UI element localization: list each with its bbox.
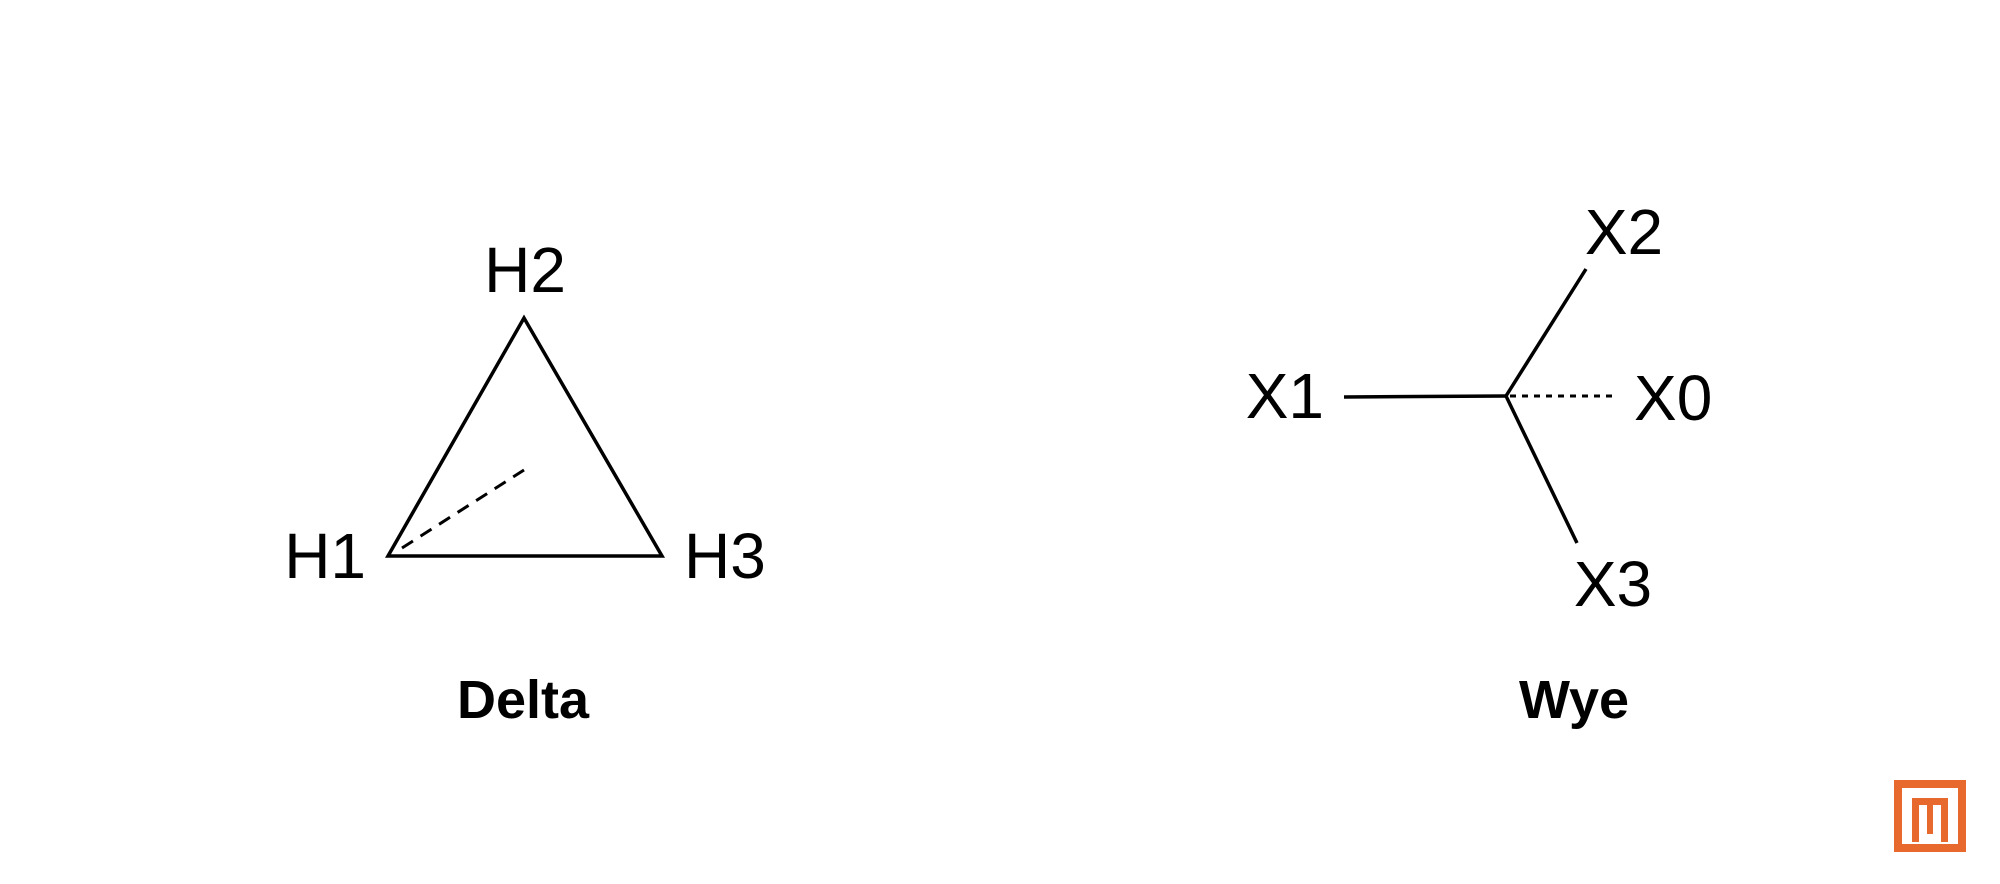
delta-triangle <box>384 314 666 558</box>
wye-caption: Wye <box>1519 670 1629 730</box>
wye-terminal-left: X1 <box>1246 360 1324 432</box>
delta-caption: Delta <box>457 670 590 730</box>
delta-diagram: H2 H1 H3 Delta <box>284 234 766 730</box>
wye-terminal-right: X0 <box>1634 362 1712 434</box>
delta-terminal-right: H3 <box>684 520 766 592</box>
wye-terminal-top: X2 <box>1585 196 1663 268</box>
m-logo-icon <box>1894 780 1966 852</box>
wye-leg-top <box>1504 268 1588 397</box>
wye-diagram: X2 X1 X0 X3 Wye <box>1246 196 1713 730</box>
wye-terminal-bottom: X3 <box>1574 548 1652 620</box>
delta-terminal-left: H1 <box>284 520 366 592</box>
delta-dashed-line <box>401 468 525 550</box>
delta-terminal-top: H2 <box>484 234 566 306</box>
wye-leg-left <box>1343 394 1507 399</box>
wye-leg-bottom <box>1504 395 1579 544</box>
